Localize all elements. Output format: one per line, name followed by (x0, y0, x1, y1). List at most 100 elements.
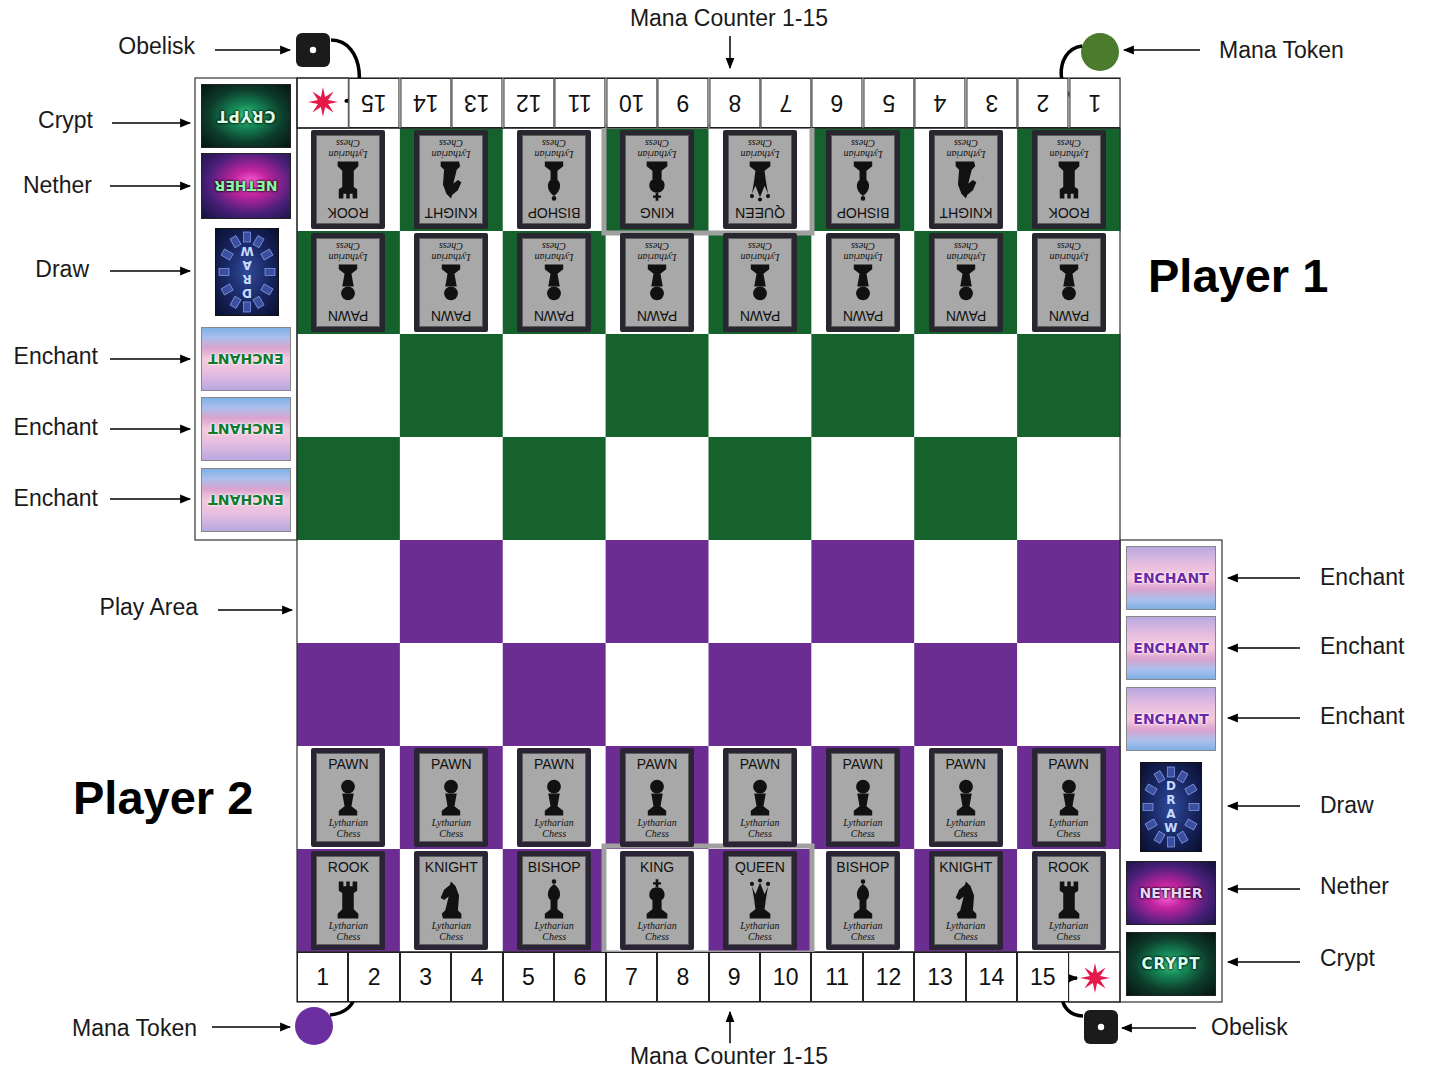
piece-name: PAWN (522, 308, 586, 324)
board-square (1017, 128, 1120, 232)
mana-counter-cell: 14 (966, 952, 1017, 1002)
callout-label: Crypt (35, 107, 96, 135)
piece-name: PAWN (419, 308, 483, 324)
board-square (400, 643, 503, 747)
mini-card (1168, 837, 1175, 847)
piece-silhouette (442, 265, 460, 287)
piece-silhouette (545, 884, 563, 919)
mini-card (1154, 831, 1165, 843)
mana-counter-cell: 7 (606, 952, 657, 1002)
piece-silhouette (1058, 162, 1079, 199)
piece-card: BISHOPLytharian Chess (517, 130, 591, 229)
board-square (503, 540, 606, 644)
piece-card: PAWNLytharian Chess (517, 748, 591, 847)
piece-silhouette (955, 882, 976, 919)
mini-card (221, 249, 233, 260)
mana-counter-cell: 6 (554, 952, 605, 1002)
leader-arrow (1228, 888, 1300, 890)
mana-counter-cell: 15 (348, 78, 399, 128)
mini-card (1145, 819, 1157, 830)
piece-card: PAWNLytharian Chess (929, 233, 1003, 332)
card-brand: Lytharian Chess (316, 818, 380, 839)
nether-card: NETHER (201, 153, 291, 219)
piece-silhouette (955, 162, 976, 199)
callout-label: Draw (32, 256, 92, 284)
piece-card: BISHOPLytharian Chess (517, 851, 591, 950)
counter-number: 6 (574, 964, 587, 991)
enchant-card: ENCHANT (201, 468, 291, 532)
piece-card: KNIGHTLytharian Chess (414, 851, 488, 950)
nether-card: NETHER (1126, 861, 1216, 925)
mana-counter-cell: 8 (709, 78, 760, 128)
counter-number: 15 (361, 90, 387, 117)
board-square (811, 643, 914, 747)
draw-card: DRAW (215, 228, 279, 316)
counter-number: 11 (825, 964, 849, 991)
counter-number: 10 (773, 964, 799, 991)
board-square (503, 128, 606, 232)
card-brand: Lytharian Chess (625, 921, 689, 942)
card-brand: Lytharian Chess (728, 818, 792, 839)
callout-label: Obelisk (115, 33, 198, 61)
mini-card (230, 236, 241, 248)
mini-card (1145, 784, 1157, 795)
counter-number: 3 (419, 964, 432, 991)
piece-silhouette (766, 882, 770, 886)
card-brand: Lytharian Chess (316, 921, 380, 942)
piece-silhouette (1058, 882, 1079, 919)
leader-arrow (215, 49, 290, 51)
board-square (1017, 849, 1120, 953)
mana-counter-row (297, 78, 1120, 128)
piece-silhouette (648, 265, 666, 287)
card-brand: Lytharian Chess (934, 921, 998, 942)
board-square (503, 643, 606, 747)
piece-name: ROOK (1037, 859, 1101, 875)
board-square (400, 540, 503, 644)
mini-card (265, 269, 275, 276)
leader-arrow (1228, 805, 1300, 807)
board-square (503, 437, 606, 541)
board-square (606, 849, 709, 953)
counter-number: 1 (1088, 90, 1101, 117)
board-square (606, 643, 709, 747)
callout-label: Nether (20, 172, 95, 200)
leader-arrow (110, 185, 190, 187)
board-square (606, 746, 709, 850)
mana-counter-cell: 12 (863, 952, 914, 1002)
counter-number: 8 (676, 964, 689, 991)
die-pip (310, 47, 316, 53)
mana-counter-cell: 11 (554, 78, 605, 128)
piece-card: PAWNLytharian Chess (620, 748, 694, 847)
piece-card: PAWNLytharian Chess (929, 748, 1003, 847)
board-square (400, 334, 503, 438)
card-title: DRAW (1164, 779, 1178, 835)
piece-name: PAWN (1037, 308, 1101, 324)
mana-counter-cell: 15 (1017, 952, 1068, 1002)
piece-card: PAWNLytharian Chess (826, 233, 900, 332)
board-square (297, 437, 400, 541)
piece-silhouette (959, 780, 973, 794)
leader-arrow (1228, 961, 1300, 963)
mini-card (1185, 819, 1197, 830)
piece-card: BISHOPLytharian Chess (826, 851, 900, 950)
piece-silhouette (444, 286, 458, 300)
piece-name: KNIGHT (419, 205, 483, 221)
piece-name: KNIGHT (934, 859, 998, 875)
piece-name: ROOK (316, 859, 380, 875)
callout-label: Mana Token (69, 1015, 200, 1043)
board-square (914, 540, 1017, 644)
crypt-card: CRYPT (201, 84, 291, 148)
royal-frame (604, 126, 812, 233)
callout-label: Enchant (11, 414, 101, 442)
piece-card: PAWNLytharian Chess (723, 233, 797, 332)
board-square (914, 746, 1017, 850)
mana-token (1081, 33, 1119, 71)
card-title: ENCHANT (208, 351, 283, 367)
card-title: ENCHANT (208, 421, 283, 437)
counter-number: 1 (316, 964, 329, 991)
callout-label: Mana Counter 1-15 (627, 1043, 831, 1071)
leader-arrow (1228, 577, 1300, 579)
callout-label: Enchant (1317, 703, 1407, 731)
mini-card (230, 296, 241, 308)
